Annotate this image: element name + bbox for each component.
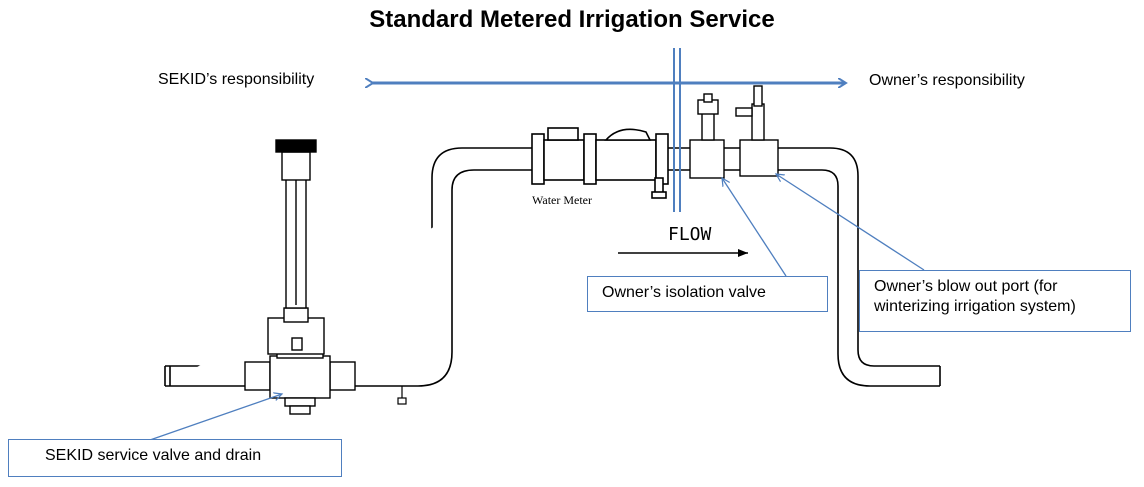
- diagram-title: Standard Metered Irrigation Service: [369, 6, 775, 33]
- sekid-service-valve: [244, 139, 356, 415]
- blow-out-port-callout: Owner’s blow out port (for winterizing i…: [859, 270, 1131, 332]
- flow-label: FLOW: [668, 224, 712, 245]
- meter-run-pipe: [530, 127, 780, 199]
- drain-fitting: [397, 386, 407, 405]
- isolation-valve-callout: Owner’s isolation valve: [587, 276, 828, 312]
- service-line-pipe: [164, 147, 530, 387]
- service-valve-leader: [149, 394, 282, 441]
- water-meter-label: Water Meter: [532, 193, 592, 207]
- isolation-valve-leader: [722, 178, 787, 277]
- sekid-responsibility-label: SEKID’s responsibility: [158, 71, 315, 88]
- service-valve-callout: SEKID service valve and drain: [8, 439, 342, 477]
- blow-out-port-leader: [776, 174, 925, 271]
- owner-line-pipe: [780, 147, 941, 387]
- owner-valve-assembly: [689, 85, 779, 179]
- owner-responsibility-label: Owner’s responsibility: [869, 72, 1025, 89]
- responsibility-divider: [673, 48, 681, 212]
